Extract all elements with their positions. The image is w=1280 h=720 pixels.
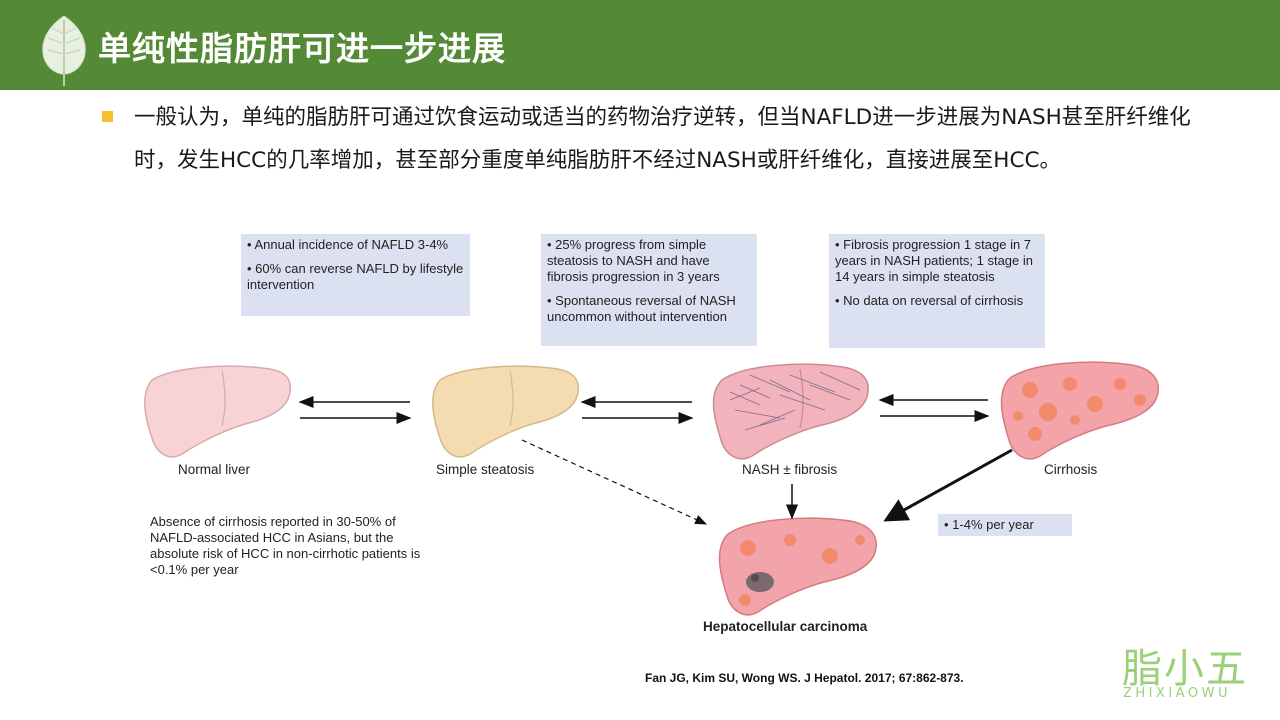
hcc-label: Hepatocellular carcinoma <box>703 619 868 634</box>
nash-progression-info-box: • 25% progress from simple steatosis to … <box>541 234 757 346</box>
title-bar: 单纯性脂肪肝可进一步进展 <box>0 0 1280 90</box>
brand-logo: 脂小五 <box>1122 646 1248 692</box>
body-paragraph: 一般认为，单纯的脂肪肝可通过饮食运动或适当的药物治疗逆转，但当NAFLD进一步进… <box>134 105 1191 173</box>
nash-reversal-text: • Spontaneous reversal of NASH uncommon … <box>547 293 736 324</box>
bullet-marker <box>102 111 113 122</box>
cirrhosis-label: Cirrhosis <box>1044 462 1098 477</box>
normal-liver-label: Normal liver <box>178 462 251 477</box>
nash-liver-illustration <box>712 363 869 460</box>
asian-hcc-note: Absence of cirrhosis reported in 30-50% … <box>150 514 421 577</box>
fibrosis-info-box: • Fibrosis progression 1 stage in 7 year… <box>829 234 1045 348</box>
reversal-text: • 60% can reverse NAFLD by lifestyle int… <box>247 261 464 292</box>
citation: Fan JG, Kim SU, Wong WS. J Hepatol. 2017… <box>645 671 964 685</box>
steatosis-label: Simple steatosis <box>436 462 535 477</box>
fibrosis-rate-text: • Fibrosis progression 1 stage in 7 year… <box>835 237 1033 284</box>
incidence-text: • Annual incidence of NAFLD 3-4% <box>247 237 449 252</box>
steatosis-liver-illustration <box>432 365 580 458</box>
cirrhosis-reversal-text: • No data on reversal of cirrhosis <box>835 293 1024 308</box>
hcc-liver-illustration <box>718 517 877 616</box>
normal-liver-illustration <box>144 365 292 458</box>
hcc-rate-info-box: • 1-4% per year <box>938 514 1072 536</box>
progression-text: • 25% progress from simple steatosis to … <box>547 237 720 284</box>
leaf-icon <box>42 15 86 86</box>
brand-logo-subtitle: ZHIXIAOWU <box>1123 686 1232 701</box>
nash-label: NASH ± fibrosis <box>742 462 838 477</box>
progression-arrows <box>298 394 1013 525</box>
cirrhosis-liver-illustration <box>1000 361 1159 460</box>
hcc-rate-text: • 1-4% per year <box>944 517 1034 532</box>
incidence-info-box: • Annual incidence of NAFLD 3-4% • 60% c… <box>241 234 470 316</box>
slide-title: 单纯性脂肪肝可进一步进展 <box>98 29 506 68</box>
